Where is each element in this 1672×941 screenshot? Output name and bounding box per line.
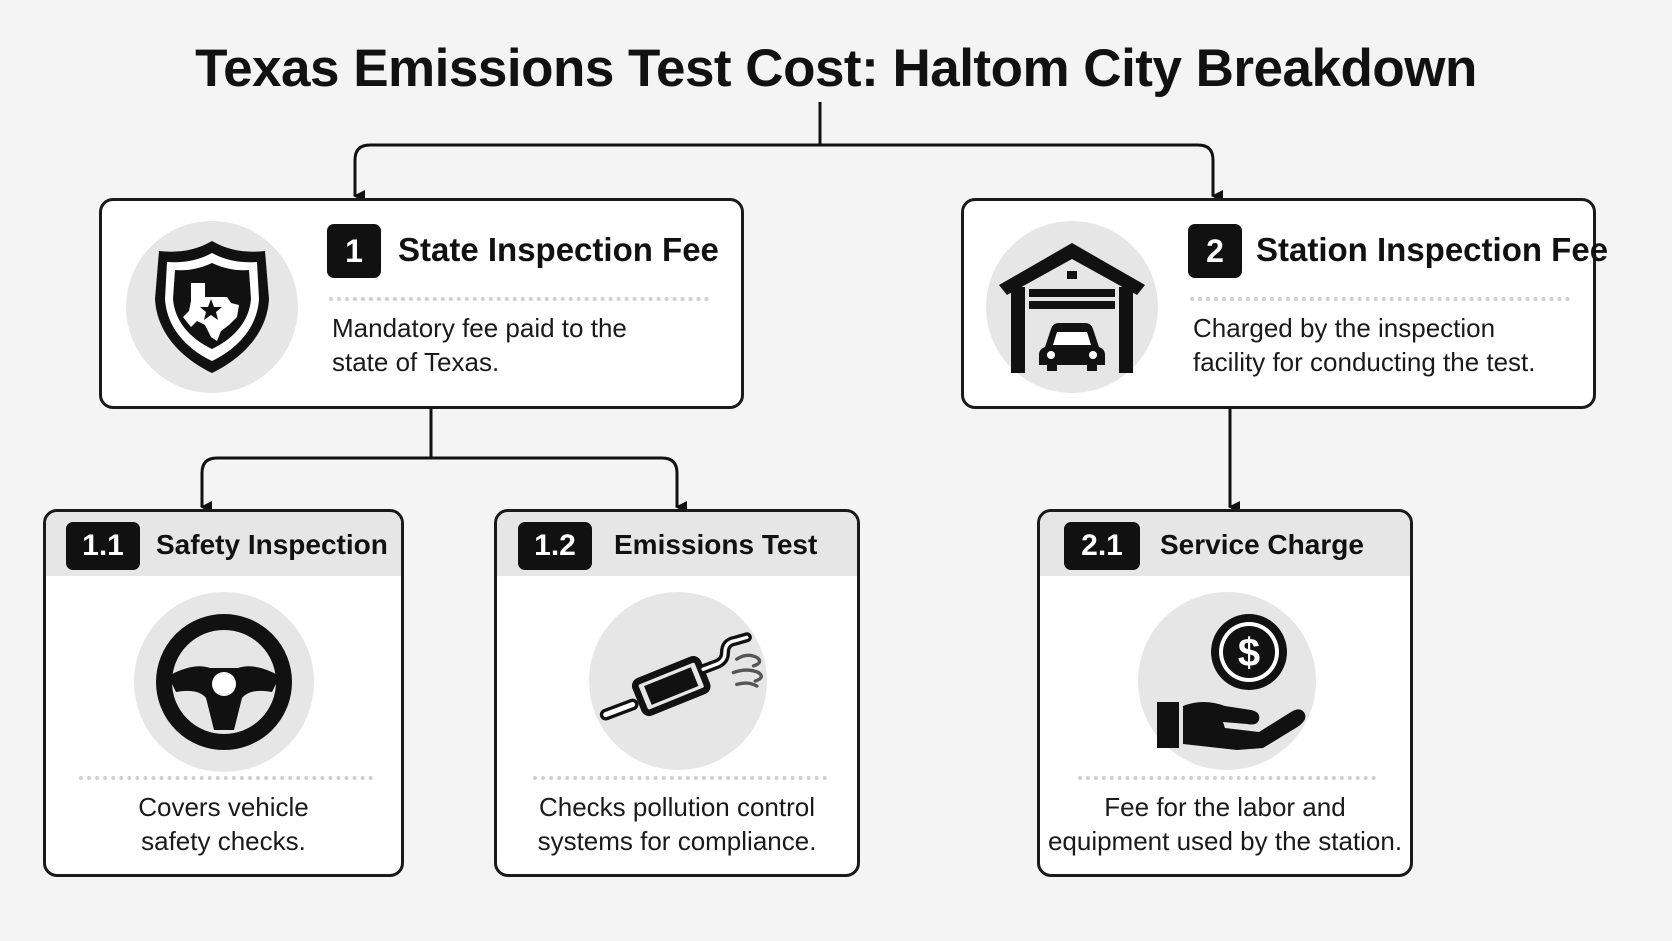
- icon-circle: $: [1138, 592, 1316, 770]
- node-description: Charged by the inspection facility for c…: [1193, 311, 1536, 379]
- state-inspection-fee-card: 1 State Inspection Fee Mandatory fee pai…: [99, 198, 744, 409]
- dotted-divider: [1190, 297, 1570, 301]
- description-line: Mandatory fee paid to the: [332, 313, 627, 343]
- description-line: equipment used by the station.: [1047, 826, 1403, 856]
- service-charge-card: 2.1 Service Charge $ Fee for the labor a…: [1037, 509, 1413, 877]
- node-description: Covers vehicle safety checks.: [46, 790, 401, 858]
- description-line: state of Texas.: [332, 347, 500, 377]
- step-number-badge: 1.2: [518, 522, 592, 570]
- node-heading: Station Inspection Fee: [1256, 231, 1609, 268]
- garage-car-icon: [999, 243, 1145, 373]
- description-line: systems for compliance.: [537, 826, 817, 856]
- description-line: Fee for the labor and: [1104, 792, 1346, 822]
- node-description: Checks pollution control systems for com…: [497, 790, 857, 858]
- description-line: Checks pollution control: [538, 792, 816, 822]
- icon-circle: [126, 221, 298, 393]
- dotted-divider: [329, 297, 709, 301]
- svg-text:$: $: [1238, 631, 1260, 675]
- node-description: Mandatory fee paid to the state of Texas…: [332, 311, 627, 379]
- step-number-badge: 1.1: [66, 522, 140, 570]
- safety-inspection-card: 1.1 Safety Inspection Covers vehicle saf…: [43, 509, 404, 877]
- dotted-divider: [79, 776, 373, 780]
- station-inspection-fee-card: 2 Station Inspection Fee Charged by the …: [961, 198, 1608, 409]
- step-number-badge: 1: [327, 224, 381, 278]
- diagram-title: Texas Emissions Test Cost: Haltom City B…: [195, 39, 1477, 98]
- exhaust-pipe-icon: [599, 632, 763, 721]
- step-number-badge: 2.1: [1064, 522, 1140, 570]
- description-line: facility for conducting the test.: [1193, 347, 1536, 377]
- description-line: safety checks.: [141, 826, 306, 856]
- node-description: Fee for the labor and equipment used by …: [1040, 790, 1410, 858]
- hand-dollar-icon: $: [1157, 614, 1306, 750]
- texas-shield-icon: [155, 241, 269, 373]
- node-heading: Service Charge: [1160, 529, 1364, 560]
- root-branch-lines: [353, 143, 1215, 196]
- description-line: Covers vehicle: [138, 792, 309, 822]
- dotted-divider: [533, 776, 827, 780]
- node-heading: State Inspection Fee: [398, 231, 719, 268]
- node-heading: Safety Inspection: [156, 529, 388, 560]
- steering-wheel-icon: [156, 614, 292, 750]
- description-line: Charged by the inspection: [1193, 313, 1496, 343]
- icon-circle: [134, 592, 314, 772]
- node-heading: Emissions Test: [614, 529, 818, 560]
- emissions-test-card: 1.2 Emissions Test Checks pollution cont…: [494, 509, 860, 877]
- icon-circle: [986, 221, 1158, 393]
- icon-circle: [589, 592, 767, 770]
- dotted-divider: [1078, 776, 1376, 780]
- step-number-badge: 2: [1188, 224, 1242, 278]
